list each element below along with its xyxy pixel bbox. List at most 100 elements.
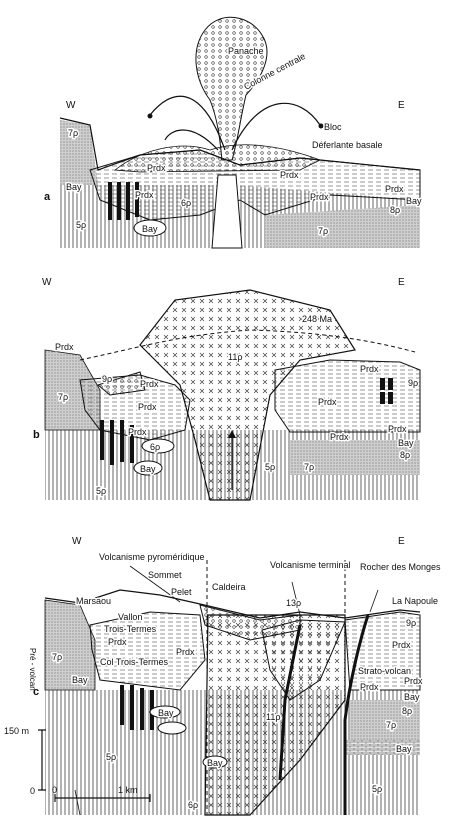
label-7p-east: 7ρ <box>386 720 396 730</box>
unit-7p-east-area-c <box>350 700 420 740</box>
label-col-trois-termes: Col Trois-Termes <box>100 657 169 667</box>
label-prdx: Prdx <box>310 192 329 202</box>
label-prdx: Prdx <box>404 676 423 686</box>
label-volcanisme-pyromeridique: Volcanisme pyroméridique <box>99 552 205 562</box>
west-label: W <box>72 536 82 547</box>
label-6p: 6ρ <box>150 442 160 452</box>
label-prdx: Prdx <box>392 640 411 650</box>
label-caldeira: Caldeira <box>212 582 246 592</box>
label-prdx: Prdx <box>280 170 299 180</box>
label-bay: Bay <box>396 744 412 754</box>
label-trois-termes: Trois-Termes <box>104 624 157 634</box>
label-5p-west: 5ρ <box>106 752 116 762</box>
label-prdx: Prdx <box>55 342 74 352</box>
panel-letter-b: b <box>33 429 40 441</box>
label-prdx: Prdx <box>135 190 154 200</box>
label-la-napoule: La Napoule <box>392 596 438 606</box>
label-volcanisme-terminal: Volcanisme terminal <box>270 560 351 570</box>
central-vent-a <box>211 174 243 249</box>
scale-v-bottom: 0 <box>30 786 35 796</box>
panel-c: W E c Volcanisme pyroméridique Sommet Pe… <box>28 536 443 816</box>
label-prdx: Prdx <box>128 427 147 437</box>
scale-v-top: 150 m <box>4 726 29 736</box>
label-rocher-des-monges: Rocher des Monges <box>360 562 441 572</box>
label-bay: Bay <box>404 692 420 702</box>
label-7p-east: 7ρ <box>304 462 314 472</box>
surface-c <box>44 589 421 619</box>
label-7p-west: 7ρ <box>52 652 62 662</box>
label-bay-center: Bay <box>142 224 158 234</box>
label-8p: 8ρ <box>402 706 412 716</box>
unit-7p-west-area-c <box>44 599 96 691</box>
label-6p: 6ρ <box>181 198 191 208</box>
scale-bars: 150 m 0 0 1 km <box>4 726 151 802</box>
label-13p: 13ρ <box>286 598 301 608</box>
bay-lens-b <box>133 460 163 476</box>
label-11p: 11ρ <box>266 712 280 722</box>
label-8p: 8ρ <box>400 450 410 460</box>
bay-lens-c1 <box>149 705 181 719</box>
label-pelet: Pelet <box>171 587 192 597</box>
label-prdx: Prdx <box>360 364 379 374</box>
unit-6p-lens-b <box>141 438 175 454</box>
label-prdx: Prdx <box>388 424 407 434</box>
label-pre-volcan: Pré - volcan <box>28 648 37 691</box>
label-7p-west: 7ρ <box>68 128 78 138</box>
label-age: 248 Ma <box>302 314 332 324</box>
label-5p-east: 5ρ <box>265 462 275 472</box>
east-label: E <box>398 277 405 288</box>
base-surge-cloud <box>113 144 321 173</box>
label-strato-volcan: Strato-volcan <box>358 666 411 676</box>
ballistic-paths <box>147 95 324 151</box>
west-label: W <box>66 100 76 111</box>
unit-11p-intrusion-b <box>139 289 356 501</box>
bay-lens-c2 <box>157 721 187 735</box>
label-bay: Bay <box>158 708 174 718</box>
prdx-east-b <box>274 359 421 433</box>
leader-lines-c <box>74 565 379 816</box>
plume-outline <box>195 16 268 161</box>
label-bay-east: Bay <box>406 196 422 206</box>
label-deferlante-basale: Déferlante basale <box>312 140 383 150</box>
label-prdx: Prdx <box>138 402 157 412</box>
east-label: E <box>398 536 405 547</box>
label-prdx: Prdx <box>360 682 379 692</box>
surface-a <box>59 117 421 171</box>
label-sommet: Sommet <box>148 570 182 580</box>
label-bay: Bay <box>72 675 88 685</box>
west-label: W <box>42 277 52 288</box>
terminal-dike-c <box>278 624 302 781</box>
label-prdx: Prdx <box>385 184 404 194</box>
label-bay: Bay <box>207 758 223 768</box>
label-bloc: Bloc <box>324 122 342 132</box>
label-7p-east: 7ρ <box>318 226 328 236</box>
label-7p-west: 7ρ <box>58 392 68 402</box>
label-prdx: Prdx <box>318 397 337 407</box>
label-5p: 5ρ <box>76 220 86 230</box>
east-label: E <box>398 100 405 111</box>
label-9p-east: 9ρ <box>408 378 418 388</box>
label-marsaou: Marsaou <box>76 596 111 606</box>
scale-h-right: 1 km <box>118 785 138 795</box>
feeder-dikes-b <box>100 378 393 465</box>
label-6p: 6ρ <box>188 800 198 810</box>
unit-9p-west-b <box>96 371 146 396</box>
feeder-dikes-a <box>108 182 139 220</box>
panel-b: W E b 248 Ma 11ρ Prdx Prdx Prdx Prdx Prd… <box>33 277 421 501</box>
label-9p: 9ρ <box>406 618 416 628</box>
unit-7p-east-area-b <box>290 440 420 475</box>
bay-east-bottom-c <box>345 740 420 755</box>
label-vallon: Vallon <box>118 612 142 622</box>
label-bay-west: Bay <box>140 464 156 474</box>
label-prdx: Prdx <box>147 163 166 173</box>
label-bay-west: Bay <box>66 182 82 192</box>
label-5p-east: 5ρ <box>372 784 382 794</box>
label-panache: Panache <box>228 46 264 56</box>
unit-7p-west-area <box>60 120 98 185</box>
label-prdx: Prdx <box>108 637 127 647</box>
label-8p: 8ρ <box>390 205 400 215</box>
label-5p-west: 5ρ <box>96 486 106 496</box>
label-9p-west: 9ρ <box>102 374 112 384</box>
label-bay-east: Bay <box>398 438 414 448</box>
